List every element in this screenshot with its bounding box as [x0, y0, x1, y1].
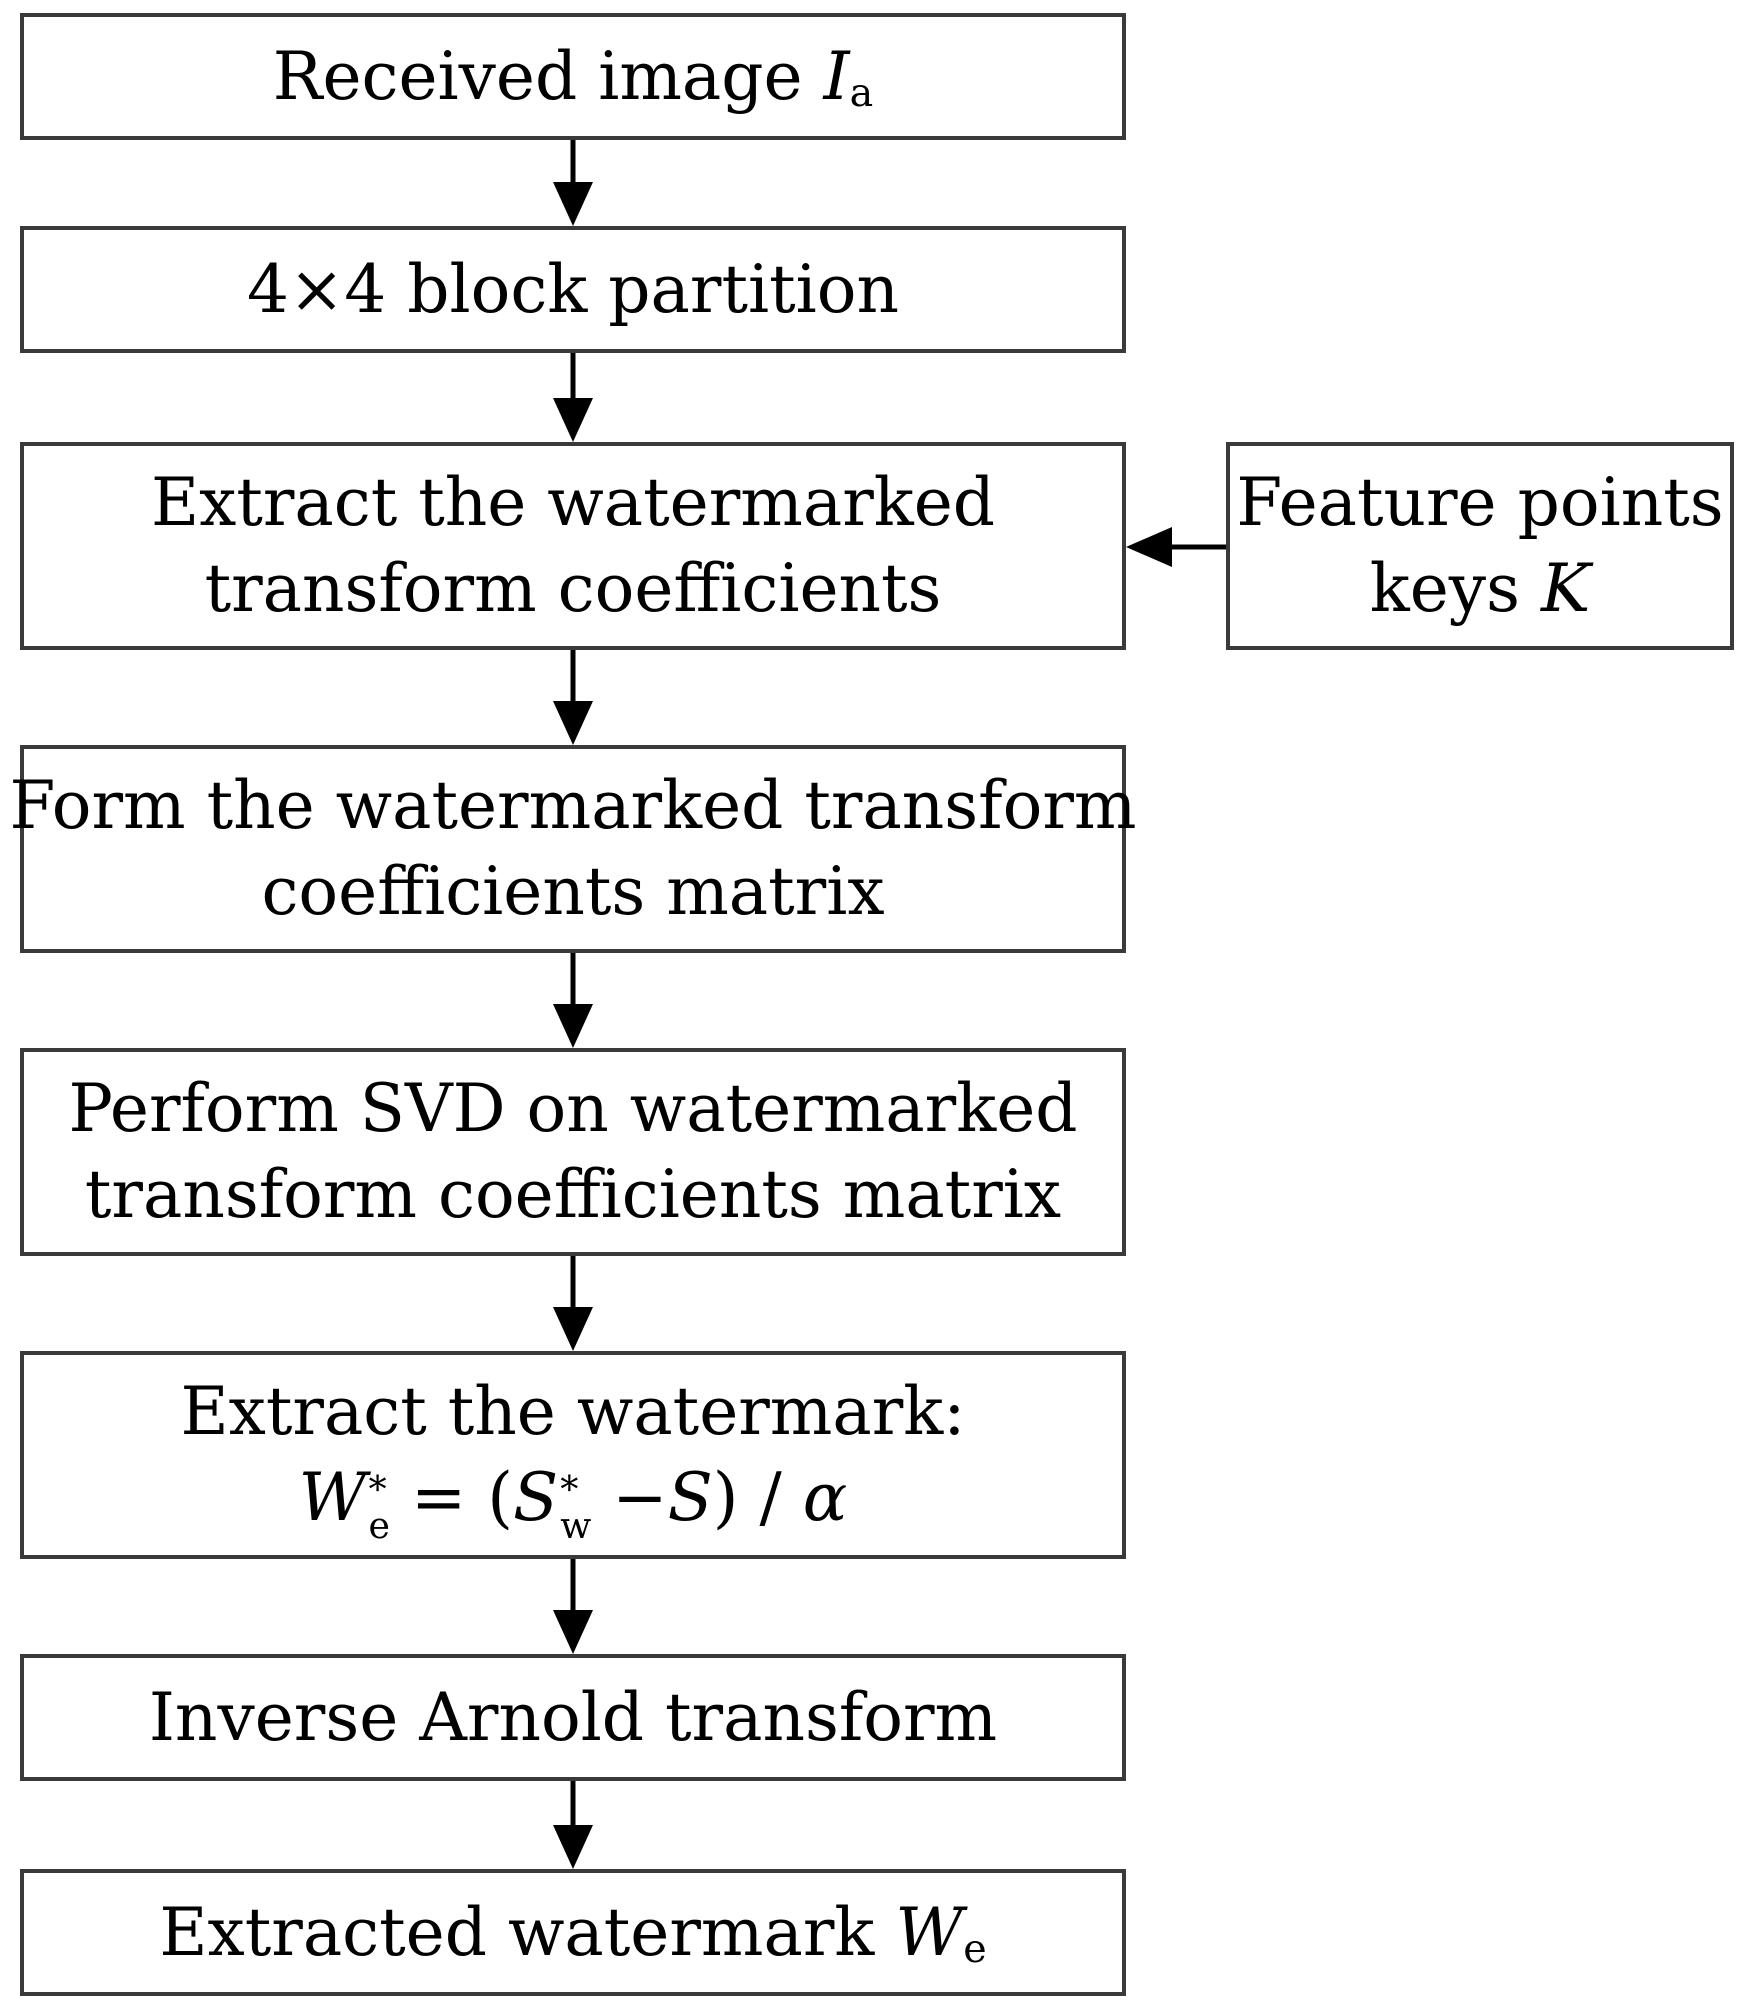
eq-s: S — [513, 1459, 559, 1536]
eq-equals: = ( — [389, 1459, 513, 1536]
perform-svd-line2: transform coefficients matrix — [84, 1156, 1062, 1233]
extracted-watermark-var: W — [895, 1893, 964, 1971]
eq-s2: S — [667, 1459, 713, 1536]
eq-w-supsub: *e — [368, 1468, 390, 1548]
arrow-6-head — [553, 1610, 593, 1654]
extract-watermark-line1: Extract the watermark: — [180, 1373, 966, 1451]
step-extract-watermark: Extract the watermark: W*e = (S*w −S) / … — [20, 1351, 1126, 1559]
feature-points-keys-text: keys — [1369, 550, 1541, 627]
eq-minus: − — [591, 1459, 668, 1536]
arrow-5-head — [553, 1307, 593, 1351]
extracted-watermark-text: Extracted watermark — [159, 1893, 896, 1971]
feature-points-line1: Feature points — [1236, 464, 1724, 542]
step-perform-svd: Perform SVD on watermarked transform coe… — [20, 1048, 1126, 1256]
extracted-watermark-label: Extracted watermark We — [159, 1890, 986, 1976]
arrow-2-head — [553, 398, 593, 442]
arrow-3-head — [553, 701, 593, 745]
step-block-partition: 4×4 block partition — [20, 226, 1126, 353]
extract-watermark-equation: W*e = (S*w −S) / α — [298, 1455, 848, 1544]
step-extract-coefficients: Extract the watermarked transform coeffi… — [20, 442, 1126, 650]
received-image-label: Received image Ia — [273, 34, 873, 120]
extract-coefficients-line2: transform coefficients — [204, 550, 942, 627]
eq-s-supsub: *w — [560, 1468, 592, 1548]
received-image-text: Received image — [272, 37, 824, 115]
feature-points-keys-var: K — [1540, 550, 1591, 627]
arrow-1-head — [553, 182, 593, 226]
eq-w: W — [298, 1459, 367, 1536]
eq-s-sup: * — [560, 1468, 579, 1512]
arrow-7-head — [553, 1825, 593, 1869]
eq-s-sub: w — [560, 1504, 592, 1548]
step-extracted-watermark: Extracted watermark We — [20, 1869, 1126, 1996]
form-matrix-line1: Form the watermarked transform — [9, 767, 1137, 845]
received-image-var: I — [823, 37, 850, 115]
feature-points-line2: keys K — [1370, 546, 1591, 632]
arrow-4-head — [553, 1004, 593, 1048]
arrow-side-head — [1126, 527, 1172, 567]
perform-svd-line1: Perform SVD on watermarked — [68, 1070, 1078, 1148]
extract-coefficients-line1: Extract the watermarked — [150, 464, 996, 542]
received-image-sub: a — [849, 69, 874, 116]
extracted-watermark-sub: e — [963, 1925, 987, 1972]
eq-w-sup: * — [368, 1468, 387, 1512]
step-received-image: Received image Ia — [20, 13, 1126, 140]
block-partition-label: 4×4 block partition — [247, 250, 899, 328]
eq-close: ) / — [712, 1459, 803, 1536]
step-form-matrix: Form the watermarked transform coefficie… — [10, 745, 1136, 953]
form-matrix-line2: coefficients matrix — [261, 853, 885, 930]
side-feature-points-keys: Feature points keys K — [1226, 442, 1734, 650]
eq-alpha: α — [802, 1459, 848, 1536]
inverse-arnold-label: Inverse Arnold transform — [148, 1678, 998, 1756]
eq-w-sub: e — [368, 1504, 390, 1548]
step-inverse-arnold: Inverse Arnold transform — [20, 1654, 1126, 1781]
